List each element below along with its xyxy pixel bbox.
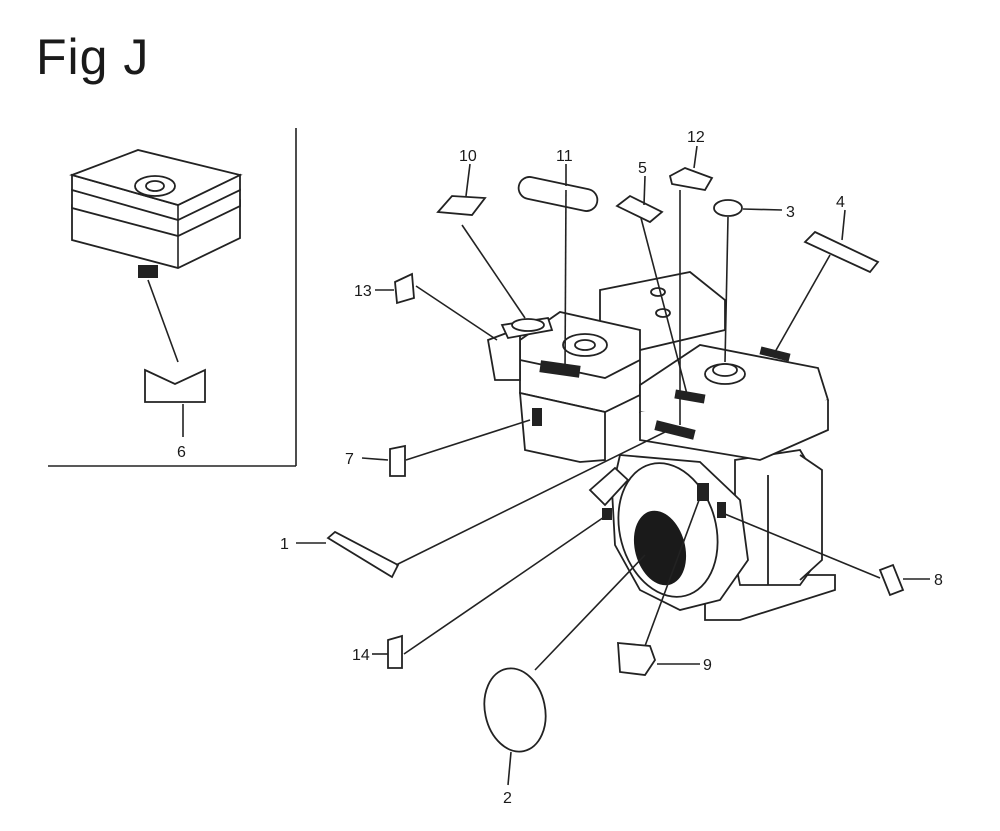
callout-4: 4 [836,194,846,241]
svg-text:12: 12 [687,129,705,146]
callout-13: 13 [354,283,394,300]
callout-numbers: 1 2 3 4 5 6 7 8 [177,129,943,807]
svg-text:9: 9 [703,657,712,674]
callout-1: 1 [280,536,326,553]
svg-text:1: 1 [280,536,289,553]
engine-assembly [486,271,836,621]
inset-panel [48,128,297,467]
air-cleaner-cover-inset [69,149,243,403]
svg-text:11: 11 [556,148,573,165]
svg-text:6: 6 [177,444,186,461]
svg-text:8: 8 [934,572,943,589]
callout-12: 12 [687,129,705,169]
callout-10: 10 [459,148,477,197]
svg-text:4: 4 [836,194,845,211]
callout-11: 11 [556,148,573,186]
svg-text:2: 2 [503,790,512,807]
callout-8: 8 [903,572,943,589]
svg-text:7: 7 [345,451,354,468]
callout-6: 6 [177,404,186,461]
svg-text:14: 14 [352,647,370,664]
svg-text:10: 10 [459,148,477,165]
leader-lines [395,189,881,671]
callout-5: 5 [638,160,647,206]
callout-9: 9 [657,657,712,674]
figure-title: Fig J [36,29,150,85]
callout-3: 3 [742,204,795,221]
callout-7: 7 [345,451,389,468]
callout-14: 14 [352,647,388,664]
svg-text:13: 13 [354,283,372,300]
svg-text:5: 5 [638,160,647,177]
callout-2: 2 [503,751,512,807]
decal-shapes [326,167,905,753]
svg-text:3: 3 [786,204,795,221]
